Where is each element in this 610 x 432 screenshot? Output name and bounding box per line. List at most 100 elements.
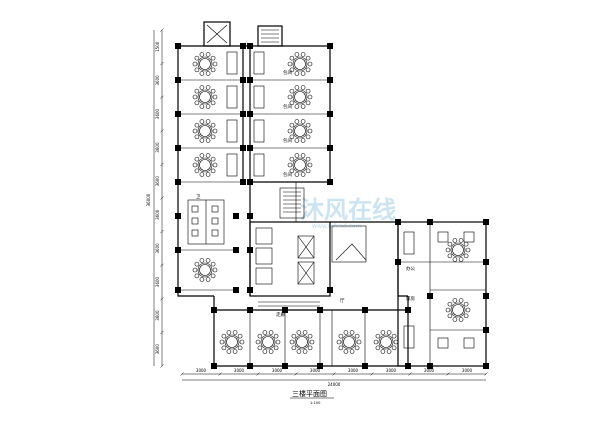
column <box>395 219 401 225</box>
column <box>247 247 253 253</box>
column <box>362 307 368 313</box>
dimension-label: 3000 <box>462 368 473 373</box>
dimension-label: 3000 <box>196 368 207 373</box>
column <box>175 179 181 185</box>
round-table <box>445 298 471 322</box>
column <box>483 363 489 369</box>
room-label: 办公 <box>406 265 415 272</box>
column <box>405 307 411 313</box>
dimension-label: 3600 <box>155 142 160 153</box>
room-label: 库房 <box>406 295 415 302</box>
column <box>327 179 333 185</box>
column <box>327 287 333 293</box>
column <box>427 219 433 225</box>
column <box>175 77 181 83</box>
column <box>483 219 489 225</box>
column <box>175 247 181 253</box>
dimension-label: 3600 <box>155 310 160 321</box>
column <box>247 145 253 151</box>
room-label: 包间 <box>283 171 292 178</box>
left-dimension: 1500360036003600360036003600360036003600… <box>146 28 164 368</box>
column <box>483 327 489 333</box>
round-table <box>373 330 399 354</box>
column <box>483 293 489 299</box>
column <box>240 179 246 185</box>
round-table <box>289 330 315 354</box>
round-table <box>445 238 471 262</box>
column <box>247 111 253 117</box>
column <box>317 363 323 369</box>
drawing-title-block: 三楼平面图 1:100 <box>290 389 334 405</box>
dimension-label: 1500 <box>155 41 160 52</box>
room-label: 包间 <box>283 137 292 144</box>
left-total-dim: 36000 <box>146 193 151 206</box>
column <box>327 111 333 117</box>
dimension-label: 3000 <box>234 368 245 373</box>
bottom-dimension: 3000 3000 3000 3000 3000 3000 3000 3000 24000 <box>180 368 488 387</box>
column <box>327 145 333 151</box>
dimension-label: 3600 <box>155 344 160 355</box>
round-table <box>287 119 313 143</box>
bottom-total-dim: 24000 <box>328 382 341 387</box>
column <box>483 259 489 265</box>
round-table <box>219 330 245 354</box>
toilets <box>187 199 225 245</box>
dimension-label: 3600 <box>155 243 160 254</box>
dimension-label: 3000 <box>310 368 321 373</box>
column <box>240 77 246 83</box>
column <box>233 287 239 293</box>
column <box>327 43 333 49</box>
south-wing <box>213 296 409 367</box>
column <box>240 111 246 117</box>
round-tables <box>192 52 471 354</box>
round-table <box>192 85 218 109</box>
dimension-label: 3000 <box>424 368 435 373</box>
dimension-label: 3000 <box>348 368 359 373</box>
column <box>211 307 217 313</box>
round-table <box>192 52 218 76</box>
structural-columns <box>175 43 489 369</box>
column <box>247 213 253 219</box>
room-label: 包间 <box>283 103 292 110</box>
dimension-label: 3000 <box>386 368 397 373</box>
round-table <box>255 330 281 354</box>
column <box>247 43 253 49</box>
watermark-url: www.mfcad.com <box>312 223 362 230</box>
room-label: 包间 <box>283 69 292 76</box>
dimension-label: 3600 <box>155 209 160 220</box>
round-table <box>287 85 313 109</box>
column <box>175 43 181 49</box>
column <box>240 43 246 49</box>
column <box>175 145 181 151</box>
top-core <box>203 21 283 47</box>
dimension-label: 3000 <box>272 368 283 373</box>
column <box>175 213 181 219</box>
column <box>247 179 253 185</box>
core <box>249 182 367 297</box>
room-labels: 包间 包间 包间 包间 厅 走廊 办公 库房 卫 <box>196 69 415 318</box>
column <box>317 307 323 313</box>
column <box>175 111 181 117</box>
column <box>175 287 181 293</box>
column <box>362 363 368 369</box>
column <box>233 213 239 219</box>
column <box>233 247 239 253</box>
round-table <box>192 119 218 143</box>
drawing-scale: 1:100 <box>310 401 321 405</box>
round-table <box>192 153 218 177</box>
column <box>247 287 253 293</box>
drawing-title: 三楼平面图 <box>292 389 327 398</box>
column <box>405 363 411 369</box>
column <box>247 77 253 83</box>
room-label: 卫 <box>196 194 201 200</box>
watermark: 沐风在线 <box>300 196 396 224</box>
round-table <box>287 153 313 177</box>
round-table <box>336 330 362 354</box>
round-table <box>192 258 218 282</box>
dimension-label: 3600 <box>155 108 160 119</box>
column <box>282 363 288 369</box>
dimension-label: 3600 <box>155 276 160 287</box>
column <box>240 145 246 151</box>
column <box>427 363 433 369</box>
